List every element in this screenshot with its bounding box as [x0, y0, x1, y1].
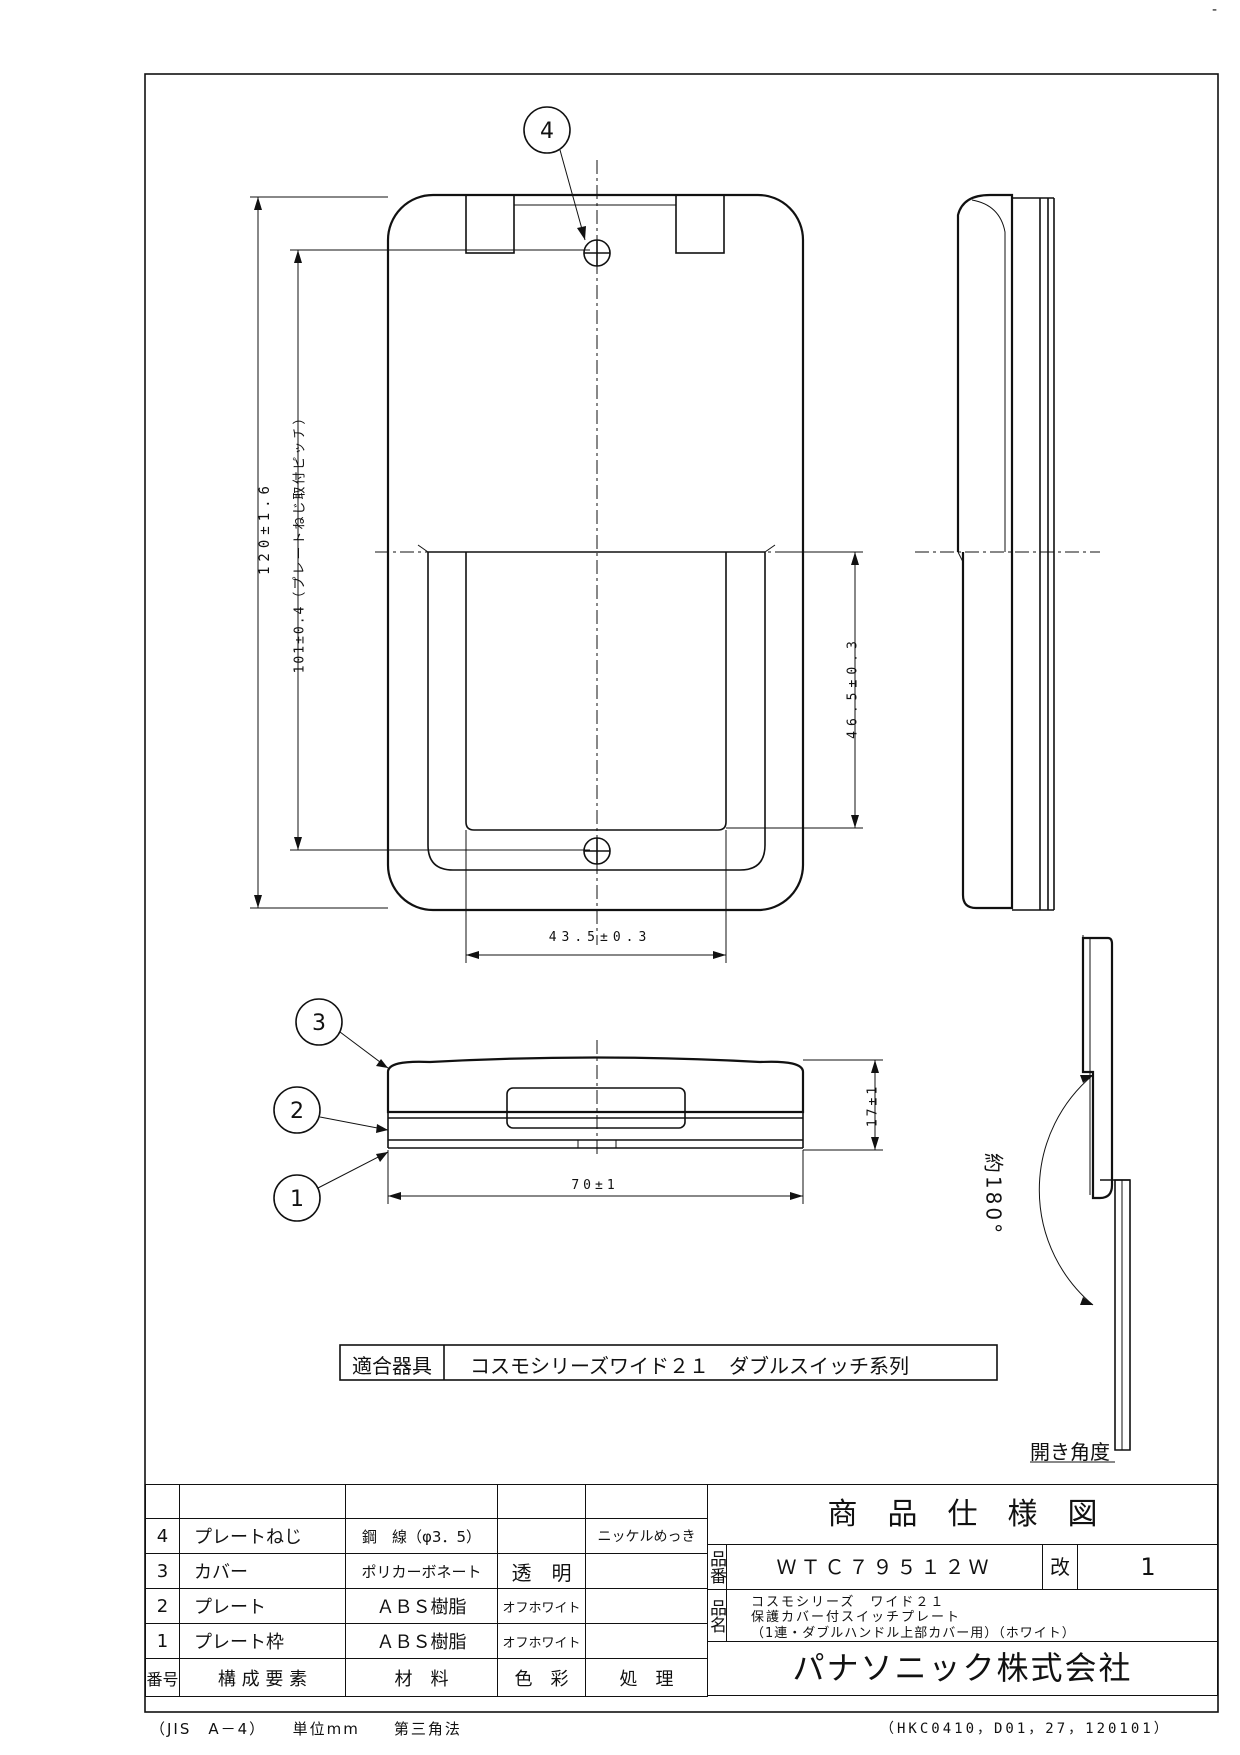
name-label: 品名 [706, 1590, 727, 1642]
dim-plate-depth: 17±1 [865, 1083, 881, 1128]
open-angle-view [1038, 935, 1131, 1451]
bom-finish [585, 1553, 708, 1589]
name-line2: 保護カバー付スイッチプレート [751, 1610, 962, 1625]
dim-open-angle: 約180° [981, 1152, 1006, 1237]
balloon-2: 2 [273, 1086, 389, 1134]
balloon-1-label: 1 [290, 1187, 304, 1212]
bottom-dimensions [387, 1059, 883, 1204]
bom-header: 番号 構 成 要 素 材 料 色 彩 処 理 [145, 1658, 708, 1697]
bom-finish [585, 1588, 708, 1624]
part-no: ＷＴＣ７９５１２Ｗ [727, 1545, 1042, 1590]
bom-color: オフホワイト [497, 1588, 586, 1624]
open-angle-caption: 開き角度 [1030, 1440, 1110, 1464]
dim-height-total: 120±1.6 [257, 481, 273, 576]
bom-header-material: 材 料 [345, 1658, 498, 1697]
bom-color: 透 明 [497, 1553, 586, 1589]
footer-right: （HKC0410，D01，27，120101） [880, 1721, 1171, 1737]
name-cell: コスモシリーズ ワイド２１ 保護カバー付スイッチプレート （1連・ダブルハンドル… [727, 1590, 1218, 1642]
bottom-view [386, 1040, 805, 1155]
bom-header-color: 色 彩 [497, 1658, 586, 1697]
bom-no: 2 [145, 1588, 180, 1624]
corner-mark: - [1212, 2, 1218, 18]
drawing-frame [144, 73, 1219, 1713]
compatible-value: コスモシリーズワイド２１ ダブルスイッチ系列 [470, 1354, 909, 1378]
bom-material: 鋼 線（φ3．5） [345, 1518, 498, 1554]
bom-row: 1 プレート枠 ＡＢＳ樹脂 オフホワイト [145, 1623, 708, 1659]
bom-color: オフホワイト [497, 1623, 586, 1659]
bom-part: カバー [179, 1553, 346, 1589]
rev: 1 [1078, 1545, 1218, 1590]
bom-row: 2 プレート ＡＢＳ樹脂 オフホワイト [145, 1588, 708, 1624]
dim-screw-pitch: 101±0.4（プレートねじ取付ピッチ） [292, 409, 308, 674]
company-name: パナソニック株式会社 [792, 1649, 1133, 1687]
dim-window-height: 46.5±0.3 [845, 636, 861, 739]
bom-part: プレート [179, 1588, 346, 1624]
bom-table: 4 プレートねじ 鋼 線（φ3．5） ニッケルめっき 3 カバー ポリカーボネー… [145, 1484, 708, 1697]
compatible-label: 適合器具 [352, 1354, 432, 1378]
title-block-title: 商 品 仕 様 図 [707, 1485, 1218, 1545]
bom-material: ＡＢＳ樹脂 [345, 1623, 498, 1659]
bom-no: 1 [145, 1623, 180, 1659]
title-block: 商 品 仕 様 図 品番 ＷＴＣ７９５１２Ｗ 改 1 品名 コスモシリーズ ワイ… [706, 1484, 1218, 1696]
balloon-3-label: 3 [312, 1011, 326, 1036]
balloon-4: 4 [523, 106, 586, 241]
balloon-2-label: 2 [290, 1099, 304, 1124]
part-no-label: 品番 [706, 1545, 727, 1590]
bom-color [497, 1518, 586, 1554]
footer-left: （JIS A－4） 単位mm 第三角法 [150, 1720, 462, 1738]
balloon-3: 3 [295, 998, 389, 1069]
bom-material: ＡＢＳ樹脂 [345, 1588, 498, 1624]
name-line3: （1連・ダブルハンドル上部カバー用）（ホワイト） [751, 1626, 1076, 1641]
balloon-4-label: 4 [540, 119, 554, 144]
dim-plate-width: 70±1 [571, 1178, 619, 1193]
bom-header-finish: 処 理 [585, 1658, 708, 1697]
bom-header-no: 番号 [145, 1658, 180, 1697]
bom-row: 3 カバー ポリカーボネート 透 明 [145, 1553, 708, 1589]
bom-row: 4 プレートねじ 鋼 線（φ3．5） ニッケルめっき [145, 1518, 708, 1554]
dim-window-width: 43.5±0.3 [548, 930, 652, 945]
compatible-box [339, 1344, 998, 1381]
name-line1: コスモシリーズ ワイド２１ [751, 1595, 946, 1610]
bom-part: プレートねじ [179, 1518, 346, 1554]
bom-material: ポリカーボネート [345, 1553, 498, 1589]
bom-header-part: 構 成 要 素 [179, 1658, 346, 1697]
bom-finish [585, 1623, 708, 1659]
bom-finish: ニッケルめっき [585, 1518, 708, 1554]
bom-no: 4 [145, 1518, 180, 1554]
rev-label: 改 [1042, 1545, 1078, 1590]
front-dimensions [250, 196, 863, 963]
balloon-1: 1 [273, 1151, 389, 1222]
bom-part: プレート枠 [179, 1623, 346, 1659]
front-view [375, 160, 818, 945]
side-view [915, 193, 1100, 911]
bom-no: 3 [145, 1553, 180, 1589]
